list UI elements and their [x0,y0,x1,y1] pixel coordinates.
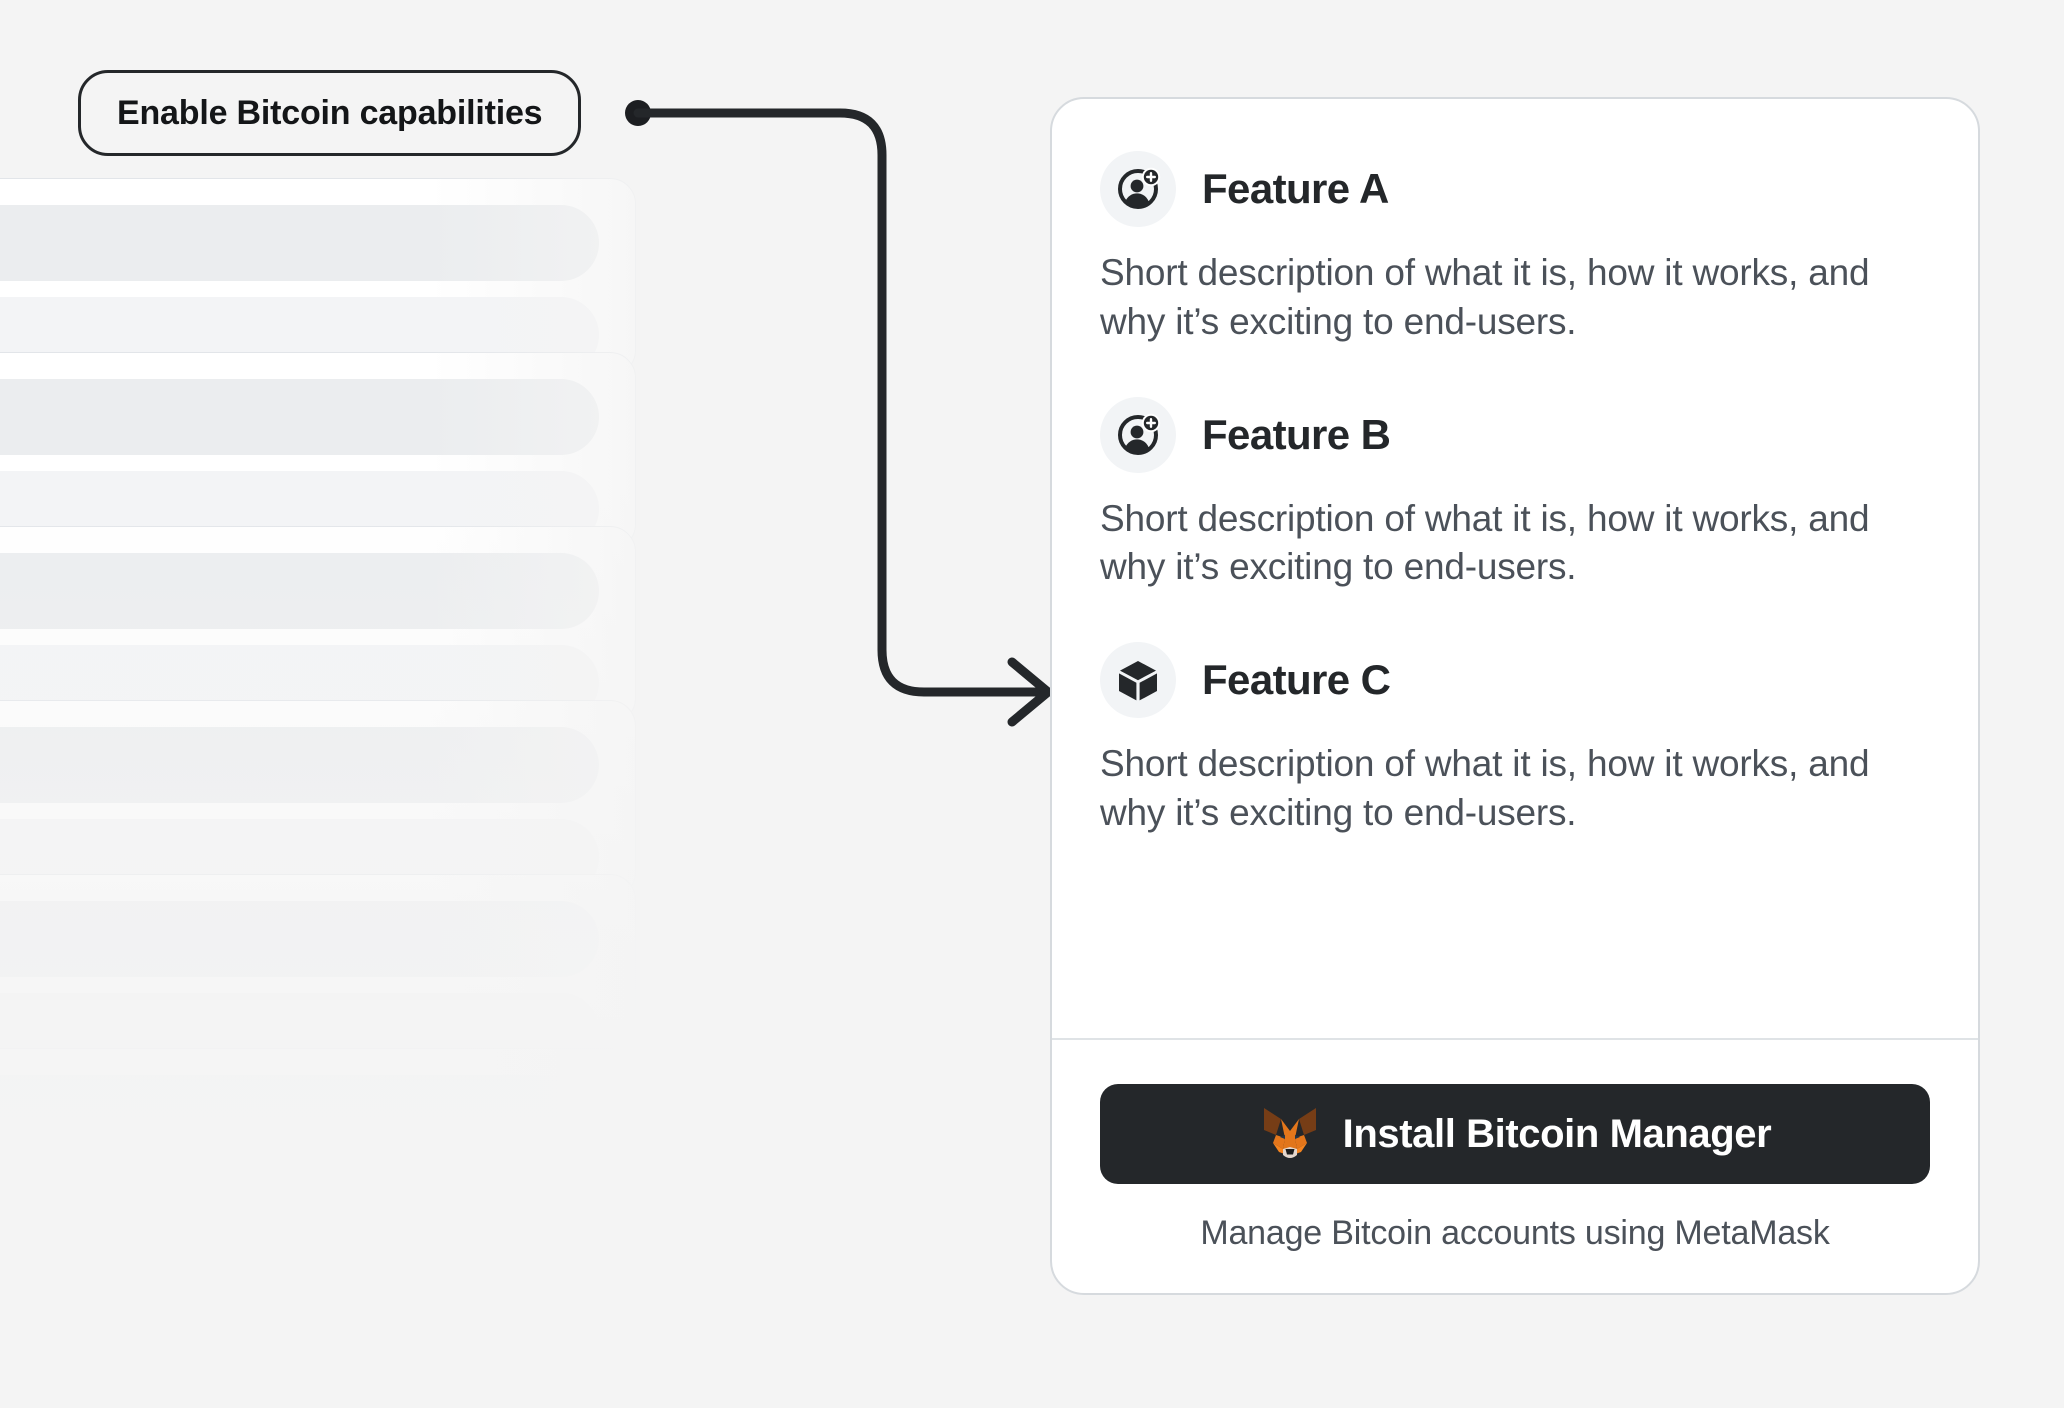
skeleton-list-item [0,178,636,376]
connector-dot-icon [625,100,651,126]
feature-description: Short description of what it is, how it … [1100,252,1870,342]
skeleton-placeholder [0,901,599,977]
skeleton-placeholder [0,1167,599,1243]
feature-header: Feature B [1100,396,1930,473]
add-account-icon [1100,151,1176,227]
skeleton-placeholder [0,1075,599,1151]
cube-icon [1100,642,1176,719]
add-account-icon [1100,396,1176,473]
feature-description: Short description of what it is, how it … [1100,497,1870,588]
arrow-path [633,108,1051,697]
skeleton-placeholder [0,379,599,455]
metamask-fox-icon [1259,1104,1321,1165]
install-caption: Manage Bitcoin accounts using MetaMask [1200,1214,1830,1252]
install-button-label: Install Bitcoin Manager [1342,1111,1772,1156]
feature-title: Feature A [1202,165,1389,212]
arrow-head-icon [1007,657,1053,727]
feature-header: Feature A [1100,151,1930,227]
feature-header: Feature C [1100,642,1930,719]
feature-list: Feature A Short description of what it i… [1052,99,1978,1038]
annotation-label: Enable Bitcoin capabilities [117,93,543,132]
skeleton-list-item [0,1048,636,1246]
skeleton-list-item [0,700,636,898]
skeleton-list-item [0,526,636,724]
feature-item: Feature B Short description of what it i… [1100,396,1930,593]
skeleton-placeholder [0,205,599,281]
skeleton-list-item [0,874,636,1072]
feature-item: Feature C Short description of what it i… [1100,642,1930,838]
card-divider [1052,1038,1978,1040]
annotation-callout: Enable Bitcoin capabilities [78,70,582,156]
background-skeleton-list [0,0,660,1408]
feature-item: Feature A Short description of what it i… [1100,151,1930,347]
feature-description: Short description of what it is, how it … [1100,743,1870,834]
skeleton-list-item [0,352,636,550]
skeleton-placeholder [0,727,599,803]
feature-title: Feature B [1202,410,1391,458]
card-footer: Install Bitcoin Manager Manage Bitcoin a… [1052,1040,1978,1293]
install-bitcoin-manager-button[interactable]: Install Bitcoin Manager [1100,1084,1930,1184]
feature-card: Feature A Short description of what it i… [1050,97,1980,1295]
skeleton-placeholder [0,553,599,629]
feature-title: Feature C [1202,656,1391,704]
